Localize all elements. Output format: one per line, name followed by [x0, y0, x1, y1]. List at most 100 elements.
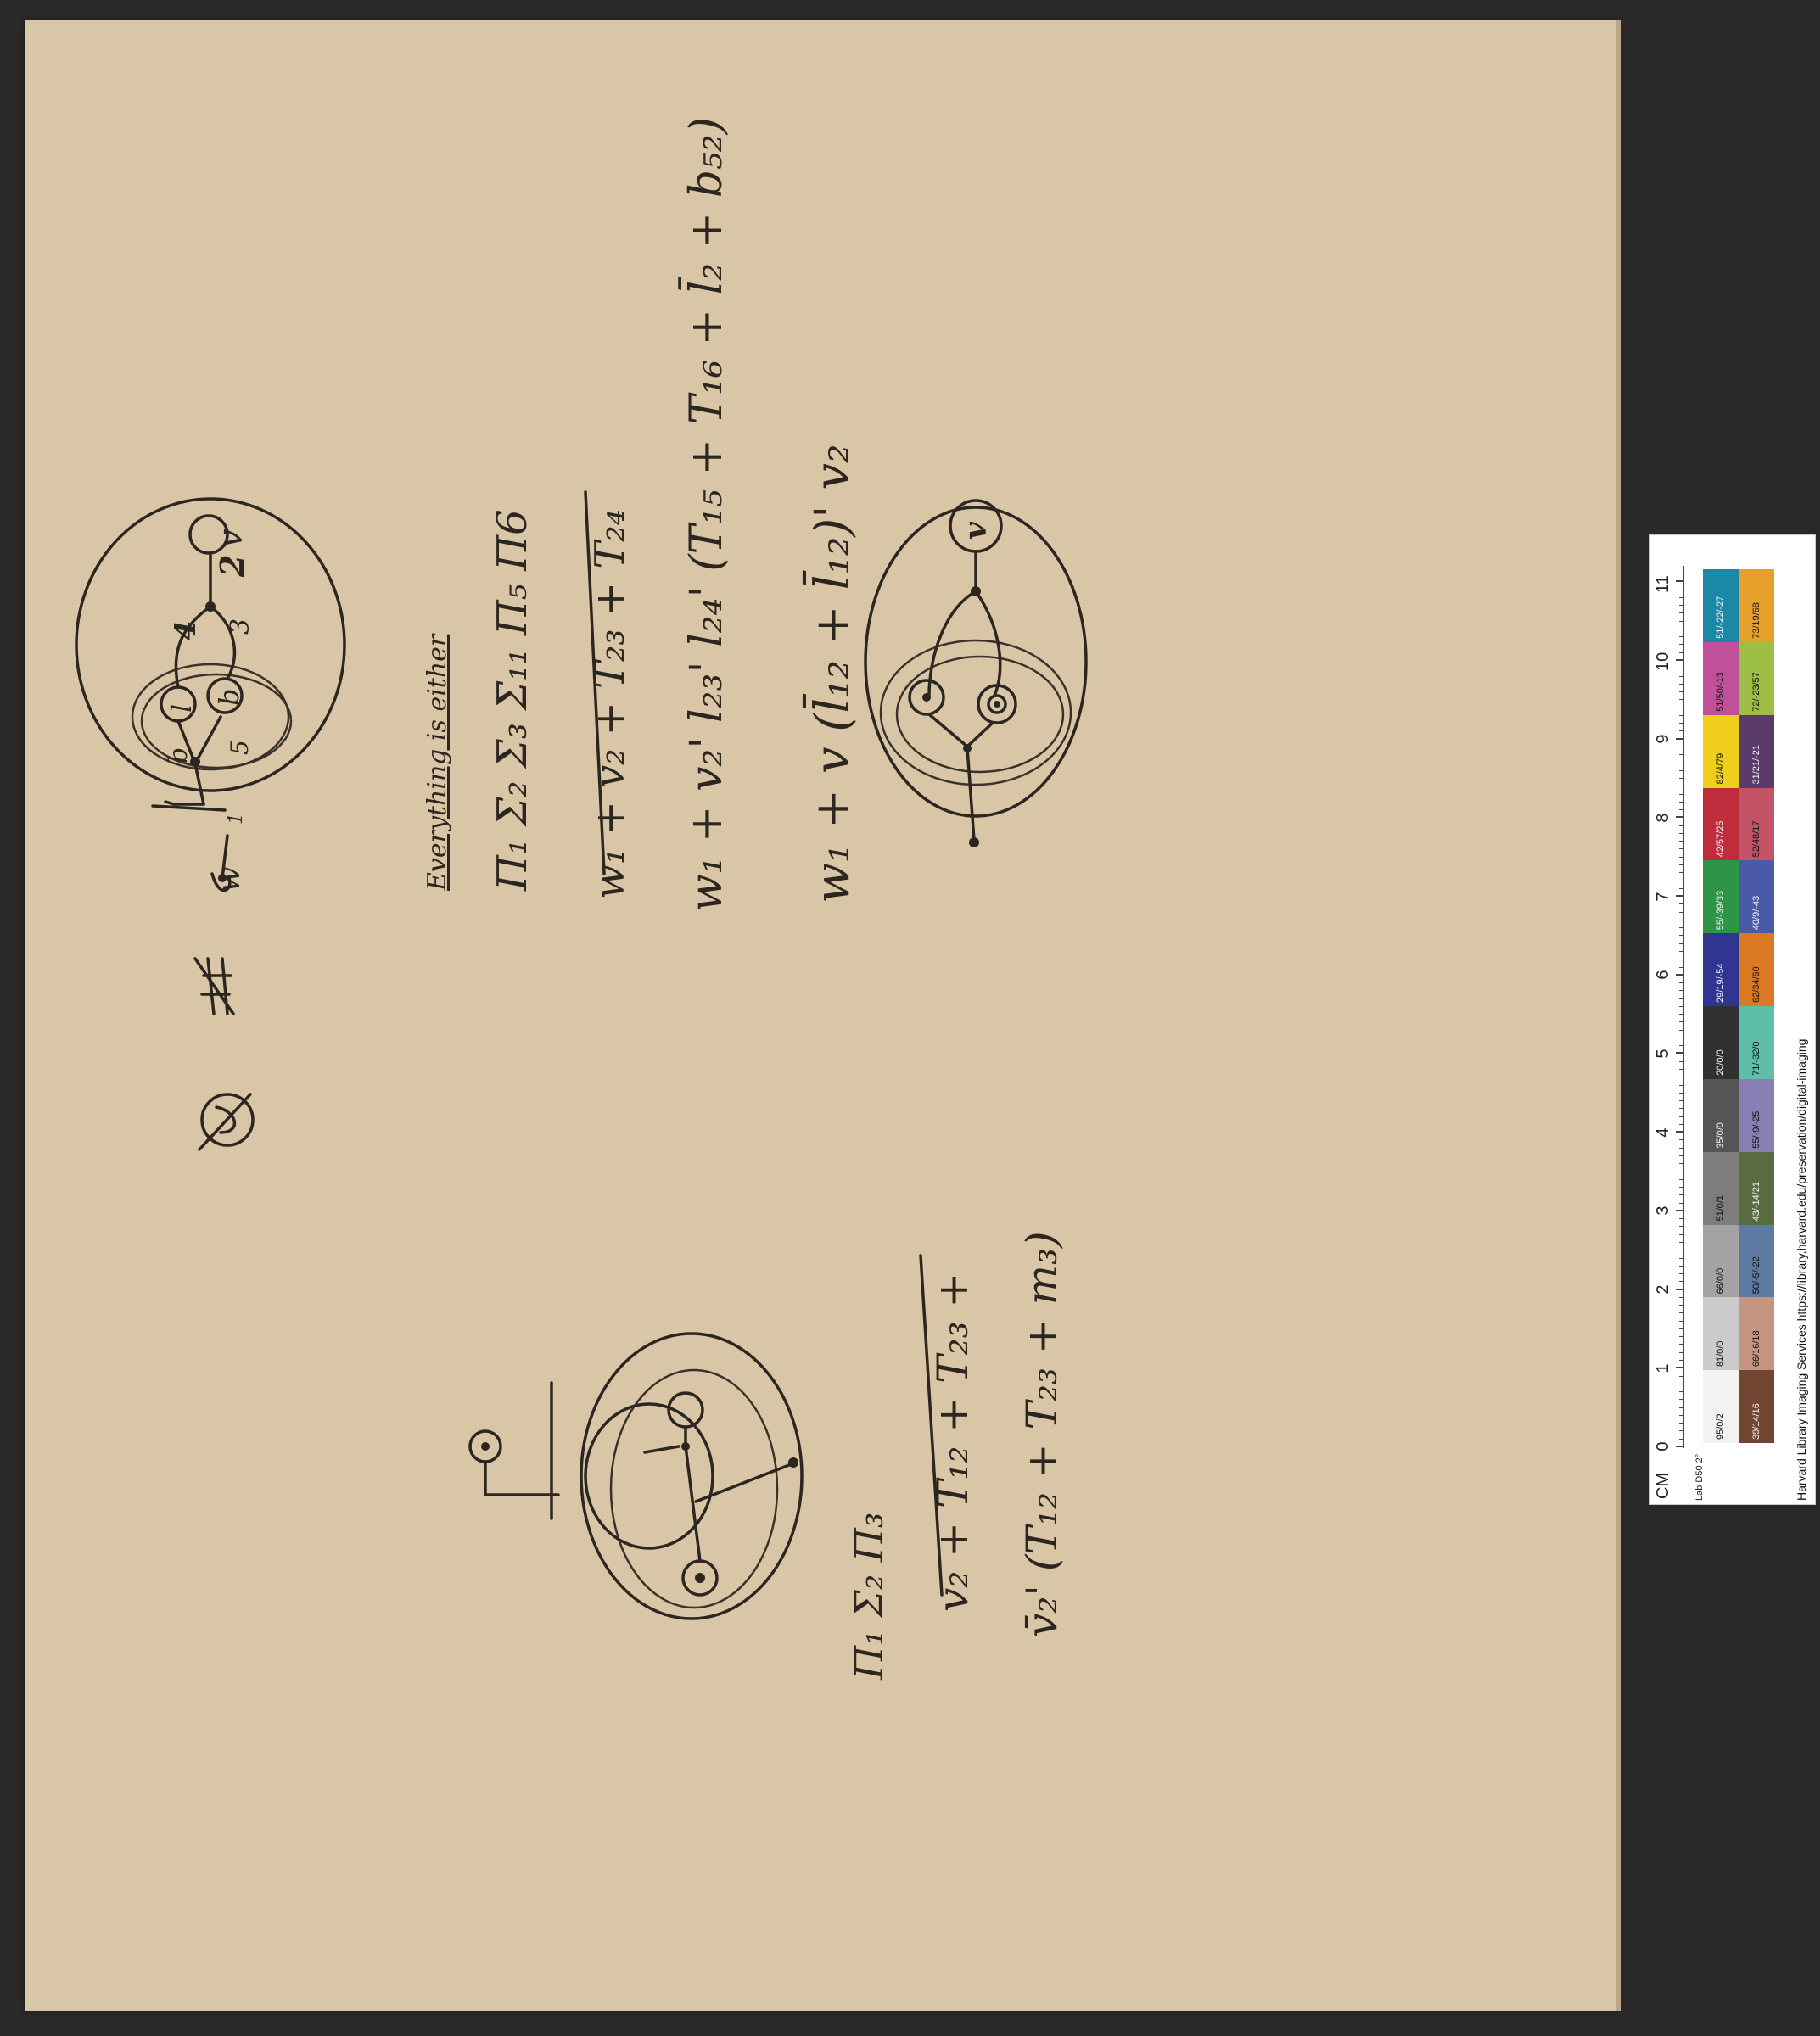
color-swatch: 81/0/0: [1703, 1297, 1739, 1371]
color-swatch: 66/16/18: [1739, 1297, 1774, 1371]
ruler-tick: [1679, 1139, 1683, 1141]
ruler-tick: [1679, 1399, 1683, 1401]
ruler-tick: [1676, 1131, 1684, 1133]
ruler-tick: [1679, 927, 1683, 929]
graph-label-v-lower: v: [958, 521, 994, 540]
ruler-number-0: 0: [1654, 1441, 1672, 1451]
ruler-tick: [1676, 1052, 1684, 1054]
ruler-tick: [1679, 1014, 1683, 1015]
ruler-tick: [1679, 1021, 1683, 1023]
color-swatch: 62/34/60: [1739, 933, 1774, 1007]
ruler-number-1: 1: [1654, 1363, 1672, 1373]
ruler-tick: [1679, 1407, 1683, 1408]
ruler-tick: [1679, 793, 1683, 795]
ruler-tick: [1679, 1202, 1683, 1204]
ruler-tick: [1679, 1147, 1683, 1149]
ruler-tick: [1679, 825, 1683, 826]
ruler-tick: [1679, 1178, 1683, 1180]
ruler-tick: [1679, 841, 1683, 842]
ruler-tick: [1679, 966, 1683, 968]
ruler-tick: [1679, 1281, 1683, 1283]
ruler-tick: [1679, 998, 1683, 999]
color-swatch: 43/-14/21: [1739, 1151, 1774, 1225]
note-line-1: w₁ + v₂ + T₂₃ + T₂₄: [586, 509, 634, 899]
ruler-tick: [1679, 605, 1683, 607]
ruler-tick: [1679, 1084, 1683, 1086]
color-swatch: 40/9/-43: [1739, 860, 1774, 934]
ruler-tick: [1679, 911, 1683, 913]
upper-graph: [75, 497, 346, 892]
graph-label-2: 2: [213, 555, 251, 578]
ruler-tick: [1676, 659, 1684, 661]
strike-line-4: [919, 1254, 944, 1597]
graph-label-3: 3: [226, 618, 255, 635]
ruler-tick: [1679, 1430, 1683, 1432]
ruler-tick: [1676, 1209, 1684, 1211]
ruler-number-8: 8: [1654, 813, 1672, 823]
ruler-tick: [1676, 1367, 1684, 1369]
ruler-tick: [1679, 1155, 1683, 1157]
ruler-tick: [1679, 872, 1683, 874]
ruler-tick: [1679, 1108, 1683, 1110]
color-target-content: CM 0 1 2 3 4 5 6 7 8 9 10 11 Lab D50 2° …: [1650, 535, 1815, 1504]
ruler-tick: [1679, 1241, 1683, 1243]
ruler-tick: [1679, 1005, 1683, 1007]
ruler-tick: [1679, 1257, 1683, 1259]
ruler-tick: [1679, 942, 1683, 944]
strike-line-1: [584, 490, 606, 875]
graph-label-l: l: [165, 704, 198, 713]
ruler-tick: [1679, 1163, 1683, 1165]
ruler-tick: [1679, 903, 1683, 905]
ruler-tick: [1679, 675, 1683, 677]
ruler-tick: [1679, 982, 1683, 984]
ruler-tick: [1679, 778, 1683, 780]
ruler-tick: [1679, 644, 1683, 646]
ruler-tick: [1679, 1351, 1683, 1353]
ruler-tick: [1679, 1100, 1683, 1102]
ruler-tick: [1679, 1414, 1683, 1416]
color-swatch: 51/50/-13: [1703, 641, 1739, 715]
ruler-tick: [1679, 1226, 1683, 1228]
note-phrase: Everything is either: [423, 633, 452, 892]
ruler-tick: [1679, 652, 1683, 653]
ruler-tick: [1679, 636, 1683, 638]
color-swatch: 31/21/-21: [1739, 714, 1774, 788]
ruler-tick: [1679, 1060, 1683, 1062]
color-swatch: 51/-22/-27: [1703, 569, 1739, 642]
imaging-credit: Harvard Library Imaging Services https:/…: [1795, 1038, 1808, 1501]
color-swatch: 55/-9/-25: [1739, 1078, 1774, 1152]
ruler-tick: [1679, 691, 1683, 693]
color-swatch: 55/-39/33: [1703, 860, 1739, 934]
graph-label-w: w: [212, 866, 247, 892]
ruler-tick: [1679, 1296, 1683, 1298]
crossed-out-marks: [193, 957, 255, 1151]
color-calibration-target: CM 0 1 2 3 4 5 6 7 8 9 10 11 Lab D50 2° …: [1649, 534, 1816, 1505]
color-swatch: 52/48/17: [1739, 787, 1774, 861]
note-line-2: w₁ + v₂' l₂₃' l₂₄' (T₁₅ + T₁₆ + l̄₂ + b₅…: [679, 117, 732, 912]
ruler-tick: [1679, 990, 1683, 992]
ruler-tick: [1679, 856, 1683, 858]
ruler-tick: [1679, 1391, 1683, 1393]
ruler-tick: [1676, 1288, 1684, 1290]
ruler-tick: [1679, 730, 1683, 732]
ruler-tick: [1679, 1233, 1683, 1235]
ruler-tick: [1679, 1375, 1683, 1377]
note-line-4: v₂ + T₁₂ + T₂₃ +: [928, 1272, 977, 1612]
color-swatch: 50/-5/-22: [1739, 1224, 1774, 1298]
note-line-5: v̄₂' (T₁₂ + T₂₃ + m₃): [1017, 1231, 1067, 1637]
note-formula-2: Π₁ Σ₂ Π₃: [846, 1513, 892, 1681]
ruler-tick: [1679, 762, 1683, 764]
ruler-tick: [1679, 1045, 1683, 1047]
ruler-tick: [1676, 816, 1684, 819]
ruler-number-6: 6: [1654, 970, 1672, 980]
ruler-tick: [1679, 1438, 1683, 1440]
ruler-tick: [1679, 951, 1683, 952]
ruler-tick: [1679, 1194, 1683, 1196]
ruler-tick: [1679, 1187, 1683, 1189]
ruler-tick: [1679, 683, 1683, 685]
lab-label: Lab D50 2°: [1694, 1453, 1705, 1501]
ruler-tick: [1679, 887, 1683, 889]
